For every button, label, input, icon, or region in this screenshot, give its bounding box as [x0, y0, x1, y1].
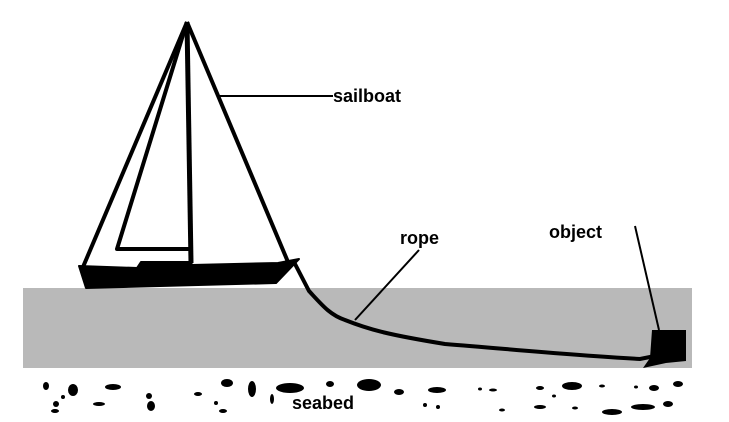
- object: [643, 330, 686, 368]
- rope: [292, 260, 662, 362]
- seabed-speckles: [43, 379, 683, 415]
- jib-sail: [81, 21, 189, 268]
- rope-label: rope: [400, 228, 439, 248]
- object-label: object: [549, 222, 602, 242]
- sailboat-label: sailboat: [333, 86, 401, 106]
- main-sail: [115, 21, 191, 251]
- backstay: [185, 21, 290, 263]
- sailboat: [78, 21, 300, 289]
- object-leader-line: [634, 225, 660, 331]
- mast: [184, 21, 194, 264]
- seabed-label: seabed: [292, 393, 354, 413]
- hull: [78, 258, 300, 289]
- rope-leader-line: [354, 249, 420, 321]
